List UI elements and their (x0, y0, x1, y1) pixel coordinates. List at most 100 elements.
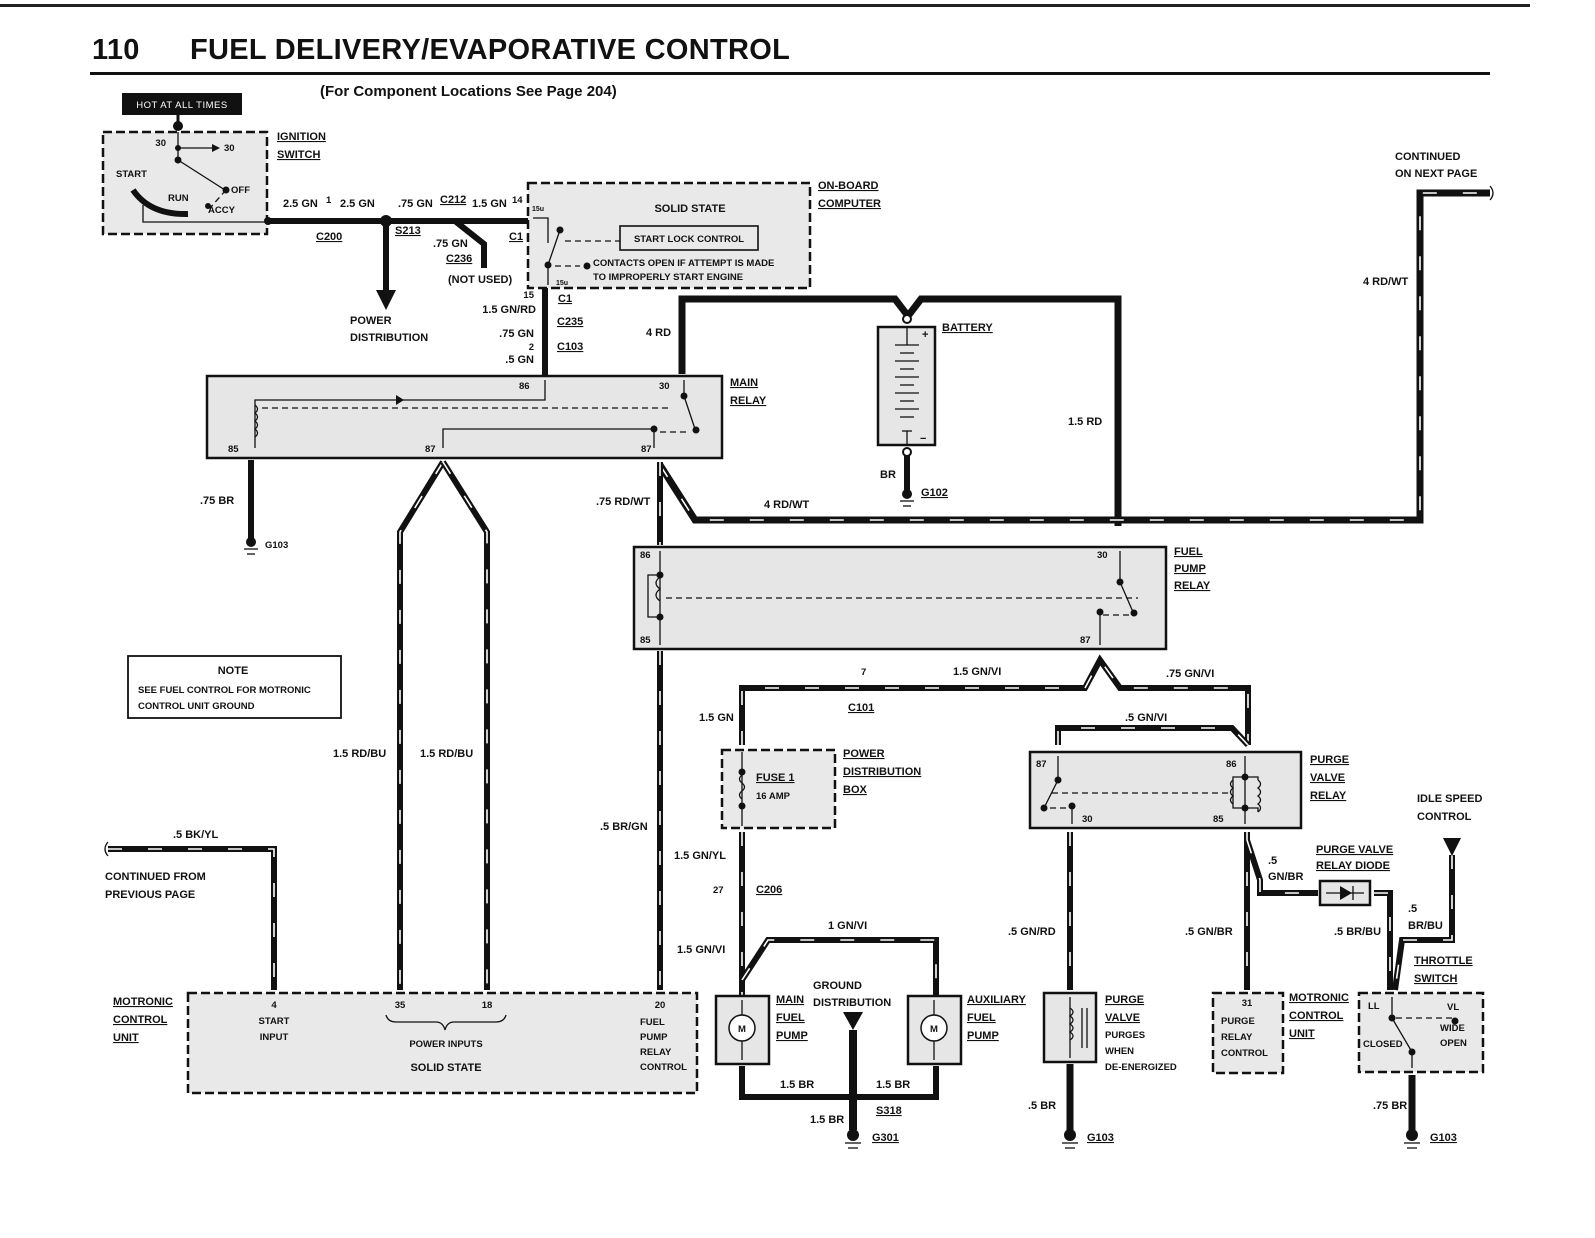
diagram-label: C1 (558, 293, 572, 305)
diagram-label: .5 BK/YL (173, 829, 219, 841)
diagram-label: START (259, 1016, 290, 1027)
diagram-label: 86 (1226, 759, 1237, 770)
continuation-arrow-icon (104, 841, 109, 857)
diagram-label: 4 RD/WT (764, 499, 810, 511)
diagram-label: PURGE (1221, 1016, 1255, 1027)
diagram-label: CONTROL (640, 1062, 687, 1073)
diagram-label: 35 (395, 1000, 406, 1011)
diagram-label: 20 (655, 1000, 666, 1011)
wire-4-rd-wt: 4 RD/WT 4 RD/WT CONTINUED ON NEXT PAGE (657, 151, 1494, 524)
on-board-computer: SOLID STATE START LOCK CONTROL CONTACTS … (526, 180, 881, 290)
arrow-icon (212, 144, 220, 152)
main-fuel-pump: M MAIN FUEL PUMP (714, 994, 808, 1066)
diagram-label: .5 (1268, 855, 1277, 867)
diagram-label: .5 BR (1028, 1100, 1056, 1112)
motronic-control-unit-box (186, 991, 699, 1095)
throttle-switch: LL VL CLOSED WIDE OPEN THROTTLE SWITCH .… (1357, 955, 1485, 1149)
diagram-label: 1.5 GN/YL (674, 850, 726, 862)
diagram-label: 86 (519, 381, 530, 392)
diagram-label: PUMP (967, 1030, 999, 1042)
diagram-label: PUMP (1174, 563, 1206, 575)
diagram-label: 85 (1213, 814, 1224, 825)
diagram-label: VALVE (1105, 1012, 1140, 1024)
diagram-label: BR (880, 469, 896, 481)
diagram-label: 1.5 GN/VI (677, 944, 725, 956)
diagram-label: START (116, 169, 147, 180)
connector-c103: C103 (557, 341, 583, 353)
diagram-label: 86 (640, 550, 651, 561)
diagram-label: 1.5 RD/BU (333, 748, 386, 760)
diagram-label: 1.5 RD (1068, 416, 1102, 428)
page-subtitle: (For Component Locations See Page 204) (320, 83, 617, 100)
diagram-label: DISTRIBUTION (350, 332, 428, 344)
diagram-label: TO IMPROPERLY START ENGINE (593, 272, 743, 283)
brace-icon (385, 1014, 507, 1031)
diagram-label: 31 (1242, 998, 1253, 1009)
diagram-label: .75 GN (499, 328, 534, 340)
continuation-arrow-icon (1489, 185, 1494, 201)
hot-badge-label: HOT AT ALL TIMES (136, 100, 227, 111)
diagram-label: PUMP (776, 1030, 808, 1042)
diagram-label: 85 (228, 444, 239, 455)
purge-valve: .5 BR G103 PURGE VALVE PURGES WHEN DE-EN… (1028, 991, 1177, 1149)
main-fuel-pump-label: MAIN (776, 994, 804, 1006)
diagram-label: 85 (640, 635, 651, 646)
fuel-pump-relay: 86 85 30 87 FUEL PUMP RELAY (632, 545, 1211, 651)
note-box: NOTE SEE FUEL CONTROL FOR MOTRONIC CONTR… (127, 655, 342, 719)
wire-5-gn-rd: .5 GN/RD (1008, 832, 1073, 990)
splice-s213-label: S213 (395, 225, 421, 237)
diagram-label: CONTROL UNIT GROUND (138, 701, 255, 712)
diagram-label: .75 GN/VI (1166, 668, 1214, 680)
diagram-label: SOLID STATE (410, 1062, 481, 1074)
ignition-switch: HOT AT ALL TIMES 30 30 START RUN OFF ACC… (101, 93, 326, 236)
diagram-label: 14 (512, 195, 523, 206)
power-distribution-box-label: POWER (843, 748, 885, 760)
diagram-label: .5 GN/RD (1008, 926, 1056, 938)
diagram-label: NOTE (218, 665, 249, 677)
diagram-label: VL (1447, 1002, 1459, 1013)
motronic-control-unit: 4 START INPUT 35 18 POWER INPUTS SOLID S… (113, 991, 699, 1095)
computer-to-relay-wire: 15 C1 1.5 GN/RD C235 .75 GN 2 C103 .5 GN (482, 288, 583, 378)
diagram-label: 1 (326, 195, 332, 206)
motronic-control-unit-small-label: MOTRONIC (1289, 992, 1349, 1004)
diagram-label: CONTACTS OPEN IF ATTEMPT IS MADE (593, 258, 774, 269)
hot-terminal-icon (173, 121, 183, 131)
diagram-label: POWER (350, 315, 392, 327)
diagram-label: .5 BR/GN (600, 821, 648, 833)
diagram-label: (NOT USED) (448, 274, 513, 286)
diagram-label: RELAY (1310, 790, 1347, 802)
relay-coil-icon (655, 576, 662, 602)
diagram-label: 87 (1080, 635, 1091, 646)
diagram-label: 2.5 GN (340, 198, 375, 210)
diagram-label: CONTROL (113, 1014, 168, 1026)
diagram-label: DE-ENERGIZED (1105, 1062, 1177, 1073)
fpr-output-wires: 1.5 GN 7 C101 1.5 GN/VI .75 GN/VI .5 GN/… (699, 654, 1251, 748)
diagram-label: 30 (224, 143, 235, 154)
connector-c206: C206 (756, 884, 782, 896)
purge-valve-relay-label: PURGE (1310, 754, 1349, 766)
diagram-label: COMPUTER (818, 198, 881, 210)
diagram-label: 87 (425, 444, 436, 455)
diagram-label: RELAY (730, 395, 767, 407)
on-board-computer-box (526, 181, 812, 290)
start-run-arc (130, 188, 189, 218)
diagram-label: SEE FUEL CONTROL FOR MOTRONIC (138, 685, 311, 696)
battery-minus-icon: − (920, 433, 926, 445)
hot-at-all-times-badge (122, 93, 242, 115)
diagram-label: OFF (231, 185, 250, 196)
battery-box (876, 325, 937, 447)
diagram-label: PREVIOUS PAGE (105, 889, 195, 901)
auxiliary-fuel-pump-label: AUXILIARY (967, 994, 1027, 1006)
diagram-label: CONTROL (1221, 1048, 1268, 1059)
motor-icon (728, 1014, 756, 1042)
diagram-label: .75 GN (433, 238, 468, 250)
power-distribution-box: FUSE 1 16 AMP POWER DISTRIBUTION BOX (720, 748, 921, 830)
purge-relay-85-wires: .5 GN/BR .5 GN/BR (1185, 832, 1318, 990)
relay-coil-icon (1229, 779, 1235, 805)
title-rule (90, 72, 1490, 75)
diagram-label: FUEL (776, 1012, 805, 1024)
diagram-label: RUN (168, 193, 189, 204)
top-feed-wires: 2.5 GN 1 2.5 GN C200 S213 .75 GN C212 1.… (264, 194, 528, 344)
wire-5-bk-yl: .5 BK/YL CONTINUED FROM PREVIOUS PAGE (104, 829, 277, 990)
purge-valve-relay-diode: PURGE VALVE RELAY DIODE (1316, 844, 1393, 907)
